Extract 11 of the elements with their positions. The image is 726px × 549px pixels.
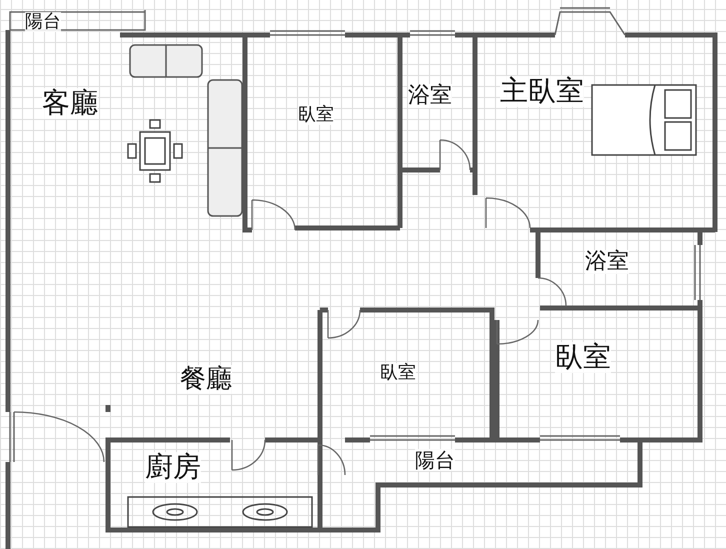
room-label: 臥室 (298, 105, 334, 125)
room-label: 餐廳 (180, 365, 232, 394)
room-label: 陽台 (25, 12, 61, 32)
room-label: 臥室 (555, 342, 611, 373)
room-label: 主臥室 (500, 76, 584, 107)
room-label: 浴室 (585, 250, 629, 274)
room-label: 廚房 (145, 452, 201, 483)
room-label: 陽台 (415, 449, 455, 471)
room-label: 臥室 (380, 363, 416, 383)
room-label: 浴室 (408, 84, 452, 108)
room-label: 客廳 (42, 88, 98, 119)
